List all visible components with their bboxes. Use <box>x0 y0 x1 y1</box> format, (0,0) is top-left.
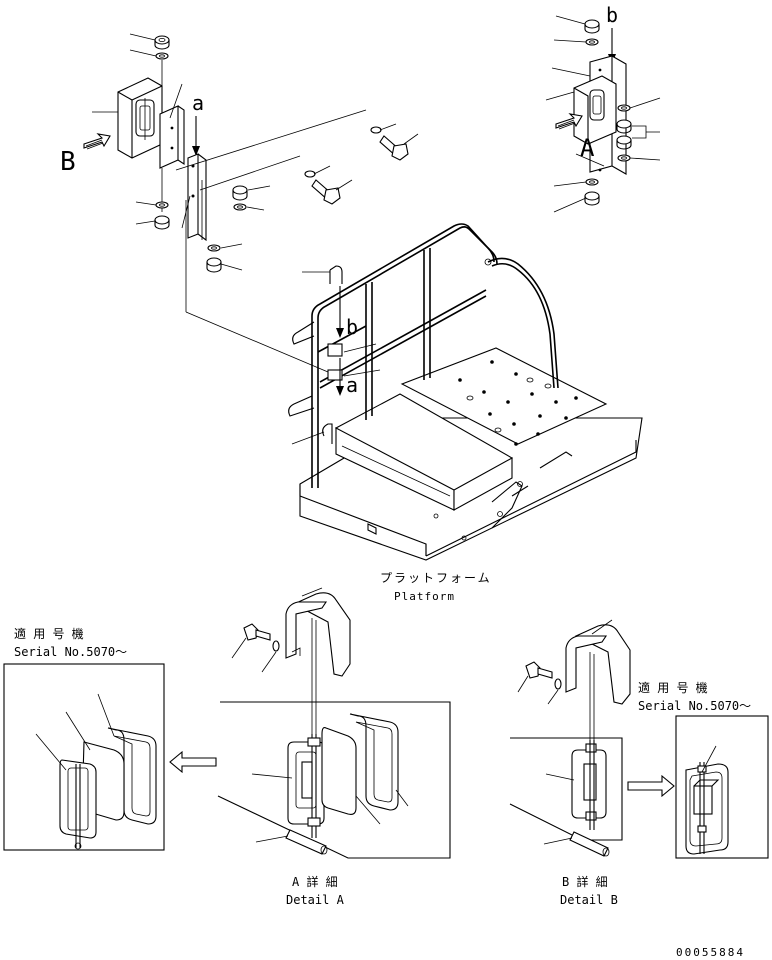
washer-right-1 <box>617 104 631 112</box>
nut-bottom-right <box>584 191 600 206</box>
view-label-b: B <box>60 147 76 177</box>
washer-bottom-right <box>585 178 599 186</box>
serial-jp-left: 適 用 号 機 <box>14 626 84 641</box>
arrow-to-left-variant <box>169 750 217 774</box>
serial-right: Serial No.5070～ <box>638 699 751 713</box>
lamp-variant-left <box>35 693 157 850</box>
detail-b-en: Detail B <box>560 893 618 907</box>
drawing-number: 00055884 <box>676 946 745 959</box>
bracket-vertical-a: a <box>181 91 271 273</box>
view-label-a: A <box>580 134 595 162</box>
detail-b <box>509 619 631 857</box>
lamp-assembly-right: b <box>545 3 661 213</box>
variant-box-right <box>675 715 769 859</box>
detail-a-en: Detail A <box>286 893 345 907</box>
floor-holes <box>458 360 578 446</box>
ref-b-platform: b <box>346 315 358 339</box>
detail-a <box>217 587 451 859</box>
washer-top-left <box>155 52 169 60</box>
nut-top-right <box>584 19 600 34</box>
ref-a-top: a <box>192 91 204 115</box>
nut-bottom-left <box>154 215 170 230</box>
nut-low <box>206 257 222 273</box>
lamp-variant-right <box>685 745 729 855</box>
lamp-body-b <box>117 77 163 159</box>
washer-mid <box>233 203 247 211</box>
ref-b-top: b <box>606 3 618 27</box>
platform: b a <box>288 223 643 561</box>
rail-clamp <box>291 265 381 445</box>
platform-label-jp: プラットフォーム <box>380 571 492 585</box>
variant-box-left <box>3 663 165 851</box>
handrail-frame <box>288 223 559 488</box>
washer-bottom-left <box>155 201 169 209</box>
lamp-assembly-left: B <box>60 33 185 230</box>
serial-left: Serial No.5070～ <box>14 645 127 659</box>
view-arrow-b <box>83 133 111 150</box>
washer-right-2 <box>617 154 631 162</box>
nut-mid <box>232 185 248 201</box>
nut-top-left <box>154 35 170 50</box>
bolt-lower <box>304 165 353 205</box>
bolt-upper <box>370 123 419 161</box>
detail-b-jp: B 詳 細 <box>562 874 608 889</box>
ref-a-platform: a <box>346 373 358 397</box>
washer-top-right <box>585 38 599 46</box>
view-arrow-a <box>555 113 583 130</box>
seat-cushion <box>334 393 514 511</box>
washer-low <box>207 244 221 252</box>
bracket-plate-left <box>159 105 185 169</box>
connection-lines <box>175 109 367 373</box>
nut-right-1 <box>616 119 632 134</box>
nut-right-2 <box>616 135 632 150</box>
platform-label-en: Platform <box>394 590 455 603</box>
detail-a-jp: A 詳 細 <box>292 874 338 889</box>
serial-jp-right: 適 用 号 機 <box>638 680 708 695</box>
arrow-to-right-variant <box>627 774 675 798</box>
lamp-body-a <box>573 75 617 145</box>
